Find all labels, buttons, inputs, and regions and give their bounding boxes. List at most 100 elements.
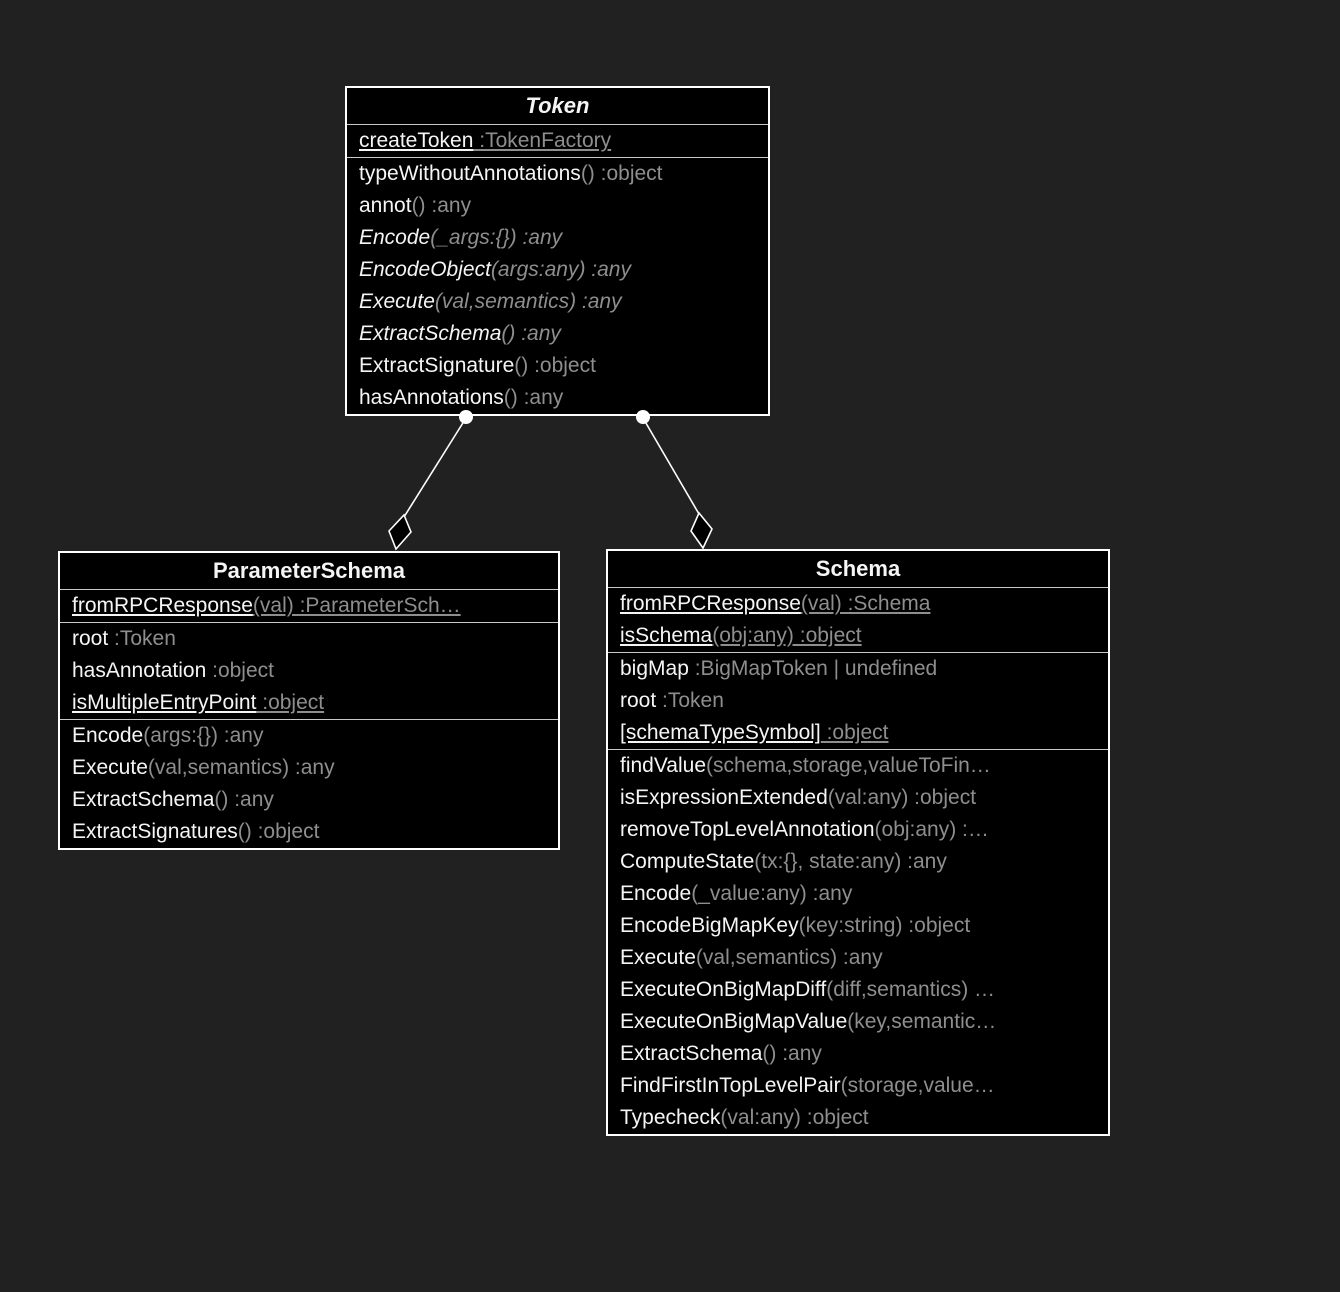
member-signature: :TokenFactory xyxy=(473,129,612,152)
member-name: ExtractSignatures xyxy=(72,820,238,843)
member-name: Execute xyxy=(620,946,696,969)
member-row: fromRPCResponse(val) :Schema xyxy=(608,588,1108,620)
member-name: ExtractSchema xyxy=(72,788,215,811)
member-row: Execute(val,semantics) :any xyxy=(60,752,558,784)
member-name: isMultipleEntryPoint xyxy=(72,691,257,714)
member-row: ExtractSchema() :any xyxy=(347,318,768,350)
member-signature: :BigMapToken | undefined xyxy=(688,657,938,680)
member-name: removeTopLevelAnnotation xyxy=(620,818,875,841)
member-name: Execute xyxy=(72,756,148,779)
member-signature: (tx:{}, state:any) :any xyxy=(754,850,947,873)
member-signature: (val) :ParameterSch… xyxy=(252,594,461,617)
member-name: root xyxy=(72,627,109,650)
class-title: ParameterSchema xyxy=(60,553,558,590)
member-signature: (val:any) :object xyxy=(720,1106,869,1129)
member-name: EncodeObject xyxy=(359,258,491,281)
member-name: hasAnnotations xyxy=(359,386,504,409)
member-name: fromRPCResponse xyxy=(620,592,801,615)
member-signature: (schema,storage,valueToFin… xyxy=(706,754,991,777)
member-row: hasAnnotation :object xyxy=(60,655,558,687)
member-name: isExpressionExtended xyxy=(620,786,828,809)
member-row: Execute(val,semantics) :any xyxy=(347,286,768,318)
member-row: annot() :any xyxy=(347,190,768,222)
member-signature: (diff,semantics) … xyxy=(826,978,996,1001)
member-signature: (key:string) :object xyxy=(798,914,971,937)
member-row: EncodeObject(args:any) :any xyxy=(347,254,768,286)
member-row: createToken :TokenFactory xyxy=(347,125,768,157)
member-name: Typecheck xyxy=(620,1106,721,1129)
member-row: root :Token xyxy=(608,685,1108,717)
member-row: [schemaTypeSymbol] :object xyxy=(608,717,1108,749)
member-signature: (args:any) :any xyxy=(490,258,631,281)
member-name: ExtractSchema xyxy=(620,1042,763,1065)
member-row: Encode(_args:{}) :any xyxy=(347,222,768,254)
member-name: Execute xyxy=(359,290,435,313)
member-name: ExecuteOnBigMapValue xyxy=(620,1010,848,1033)
member-name: Encode xyxy=(72,724,144,747)
member-row: ExtractSignature() :object xyxy=(347,350,768,382)
class-section: fromRPCResponse(val) :ParameterSch… xyxy=(60,590,558,622)
member-name: hasAnnotation xyxy=(72,659,207,682)
member-name: Encode xyxy=(620,882,692,905)
edge-token-parameterschema xyxy=(388,410,473,551)
member-signature: () :any xyxy=(762,1042,822,1065)
member-signature: () :any xyxy=(503,386,564,409)
member-row: root :Token xyxy=(60,623,558,655)
member-row: ExtractSignatures() :object xyxy=(60,816,558,848)
member-signature: () :object xyxy=(580,162,663,185)
member-row: Execute(val,semantics) :any xyxy=(608,942,1108,974)
member-signature: (storage,value… xyxy=(840,1074,995,1097)
member-signature: (val) :Schema xyxy=(800,592,931,615)
class-section: createToken :TokenFactory xyxy=(347,125,768,157)
member-row: isExpressionExtended(val:any) :object xyxy=(608,782,1108,814)
member-signature: () :any xyxy=(214,788,274,811)
aggregation-diamond-icon xyxy=(690,511,713,550)
member-signature: (obj:any) :… xyxy=(874,818,989,841)
member-signature: :object xyxy=(206,659,274,682)
member-name: [schemaTypeSymbol] xyxy=(620,721,821,744)
member-row: Typecheck(val:any) :object xyxy=(608,1102,1108,1134)
member-row: FindFirstInTopLevelPair(storage,value… xyxy=(608,1070,1108,1102)
member-signature: (key,semantic… xyxy=(847,1010,997,1033)
member-signature: (obj:any) :object xyxy=(712,624,862,647)
member-signature: (args:{}) :any xyxy=(143,724,264,747)
aggregation-diamond-icon xyxy=(388,513,412,551)
member-name: createToken xyxy=(359,129,474,152)
member-row: isSchema(obj:any) :object xyxy=(608,620,1108,652)
member-name: root xyxy=(620,689,657,712)
member-row: typeWithoutAnnotations() :object xyxy=(347,158,768,190)
member-row: Encode(_value:any) :any xyxy=(608,878,1108,910)
member-signature: (val,semantics) :any xyxy=(147,756,335,779)
member-name: ExtractSchema xyxy=(359,322,502,345)
member-name: ExtractSignature xyxy=(359,354,515,377)
member-signature: () :object xyxy=(514,354,596,377)
member-signature: :Token xyxy=(108,627,176,650)
member-row: removeTopLevelAnnotation(obj:any) :… xyxy=(608,814,1108,846)
member-name: fromRPCResponse xyxy=(72,594,253,617)
edge-token-schema xyxy=(636,410,713,550)
member-name: isSchema xyxy=(620,624,713,647)
member-name: FindFirstInTopLevelPair xyxy=(620,1074,841,1097)
member-row: fromRPCResponse(val) :ParameterSch… xyxy=(60,590,558,622)
member-name: bigMap xyxy=(620,657,689,680)
member-row: ExtractSchema() :any xyxy=(608,1038,1108,1070)
member-row: findValue(schema,storage,valueToFin… xyxy=(608,750,1108,782)
member-name: typeWithoutAnnotations xyxy=(359,162,581,185)
member-signature: () :object xyxy=(237,820,320,843)
member-name: ExecuteOnBigMapDiff xyxy=(620,978,827,1001)
class-section: findValue(schema,storage,valueToFin…isEx… xyxy=(608,749,1108,1134)
member-signature: (val,semantics) :any xyxy=(695,946,883,969)
member-signature: () :any xyxy=(501,322,561,345)
member-row: bigMap :BigMapToken | undefined xyxy=(608,653,1108,685)
member-row: isMultipleEntryPoint :object xyxy=(60,687,558,719)
edge-line xyxy=(642,417,700,515)
edge-line xyxy=(403,417,467,518)
